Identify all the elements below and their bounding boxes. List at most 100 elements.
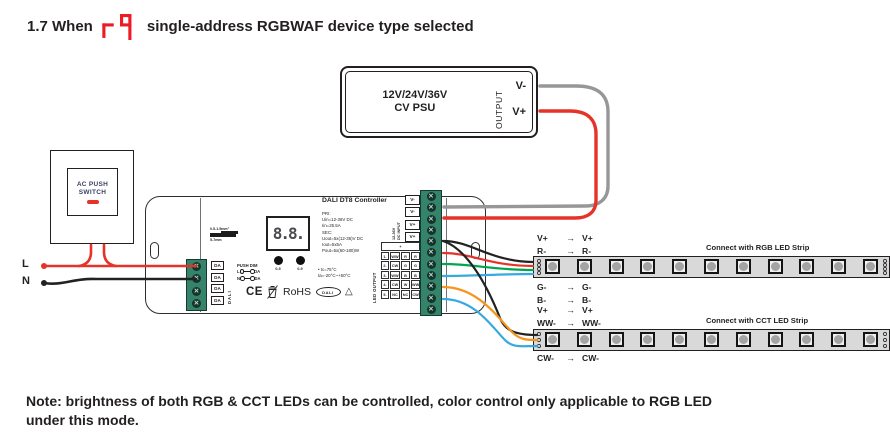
triangle-cert-icon: △ <box>345 286 353 297</box>
led-emitter <box>579 262 589 272</box>
cv-psu-box: 12V/24V/36V CV PSU OUTPUT V- V+ <box>340 66 538 138</box>
temp-line: ta=-20°C~+50°C <box>318 273 351 278</box>
terminal-screw-icon: ✕ <box>426 225 436 235</box>
wire-label-from: V+ <box>537 233 548 244</box>
weee-bin-icon <box>267 285 279 299</box>
cv-psu-inner: 12V/24V/36V CV PSU OUTPUT V- V+ <box>345 71 533 133</box>
led-emitter <box>548 262 557 272</box>
led-chip <box>703 332 719 348</box>
terminal-screw-icon: ✕ <box>426 192 436 202</box>
wire-label-to: CW- <box>582 353 600 364</box>
bottom-note: Note: brightness of both RGB & CCT LEDs … <box>26 392 712 430</box>
led-chip <box>767 259 783 275</box>
da-terminal-label: DA <box>211 295 224 305</box>
output-map-cell: 1. <box>381 251 389 261</box>
arrow-right-icon: → <box>566 233 575 244</box>
led-emitter <box>770 262 780 272</box>
push-dim-right-label: DA <box>254 276 261 281</box>
led-chip <box>640 259 656 275</box>
da-terminal-label: DA <box>211 261 224 270</box>
arrow-right-icon: → <box>566 305 575 316</box>
terminal-screw-icon: ✕ <box>426 282 436 292</box>
terminal-screw-icon: ✕ <box>192 261 201 271</box>
spec-line: SEC: <box>322 229 333 235</box>
led-emitter <box>865 262 875 272</box>
terminal-screw-icon: ✕ <box>192 286 201 296</box>
terminal-screw-icon: ✕ <box>426 259 436 269</box>
solder-pad-icon <box>882 259 887 263</box>
button-label: 0-9 <box>275 266 281 271</box>
wire-label-to: B- <box>582 294 592 305</box>
note-line1: Note: brightness of both RGB & CCT LEDs … <box>26 393 713 409</box>
wire-label-to: WW- <box>582 317 601 328</box>
solder-pad-icon <box>882 344 887 348</box>
output-map-cell: R <box>411 251 420 261</box>
temp-line: • tc=75°C <box>318 267 337 272</box>
output-map-cell: CW <box>390 261 400 270</box>
output-map-header: + <box>381 242 420 251</box>
led-chip <box>576 332 592 348</box>
led-chip <box>831 332 847 348</box>
round-button-icon <box>273 256 283 265</box>
rgb-wire-labels-below: G-→G-B-→B- <box>537 281 592 306</box>
solder-pad-icon <box>882 267 887 271</box>
led-chip <box>672 332 688 348</box>
output-map-cell: 4. <box>381 280 389 289</box>
output-map-cell: NC <box>390 289 400 299</box>
neutral-label: N <box>22 275 30 287</box>
output-map-cell: WW <box>411 280 420 289</box>
address-button-2: 0-9 <box>293 256 307 271</box>
push-dim-left-label: N <box>237 276 241 281</box>
switch-indicator <box>86 199 99 204</box>
terminal-screw-icon: ✕ <box>426 237 436 247</box>
push-dim-title: PUSH DIM <box>237 263 258 268</box>
rohs-mark: RoHS <box>282 286 311 298</box>
address-button-1: 0-9 <box>271 256 285 271</box>
spec-line: Iout=5x5A <box>322 242 342 248</box>
led-emitter <box>738 335 748 345</box>
led-emitter <box>706 262 716 272</box>
led-chip <box>862 332 878 348</box>
cct-led-strip <box>533 329 890 351</box>
endcap-separator-right <box>446 198 447 312</box>
input-terminal-label: V- <box>405 195 420 205</box>
solder-pad-icon <box>536 271 541 275</box>
switch-label-line1: AC PUSH <box>76 180 109 188</box>
section-title-prefix: 1.7 When <box>27 17 93 35</box>
led-chip <box>545 332 560 348</box>
wire-label-pair: G-→G- <box>537 281 592 293</box>
solder-pad-icon <box>536 338 541 342</box>
solder-pad-icon <box>882 338 887 342</box>
solder-pad-icon <box>536 332 541 336</box>
wire-label-pair: WW-→WW- <box>537 316 601 328</box>
terminal-screw-icon: ✕ <box>426 203 436 213</box>
terminal-screw-icon: ✕ <box>426 304 436 314</box>
contact-line-icon <box>239 269 255 274</box>
seven-segment-r9-icon <box>102 14 132 40</box>
live-dot <box>41 263 47 269</box>
led-emitter <box>834 335 844 345</box>
led-emitter <box>834 262 844 272</box>
push-dim-row: N DA <box>237 275 261 282</box>
led-chip <box>831 259 847 275</box>
solder-pads-left <box>536 259 541 275</box>
led-emitter <box>579 335 589 345</box>
round-button-icon <box>295 256 305 265</box>
psu-vminus-label: V- <box>515 80 526 92</box>
output-map-cell: 5. <box>381 289 389 299</box>
terminal-screw-icon: ✕ <box>192 274 201 284</box>
output-map-cell: G <box>411 261 420 270</box>
ac-push-switch: AC PUSH SWITCH <box>50 150 134 244</box>
psu-voltage-label: 12V/24V/36V <box>382 89 448 101</box>
led-chip <box>703 259 719 275</box>
note-line2: under this mode. <box>26 412 139 428</box>
rgb-strip-caption: Connect with RGB LED Strip <box>706 243 810 252</box>
arrow-right-icon: → <box>566 353 575 364</box>
da-terminal-label: DA <box>211 284 224 294</box>
psu-output-label: OUTPUT <box>494 90 504 129</box>
solder-pad-icon <box>882 271 887 275</box>
